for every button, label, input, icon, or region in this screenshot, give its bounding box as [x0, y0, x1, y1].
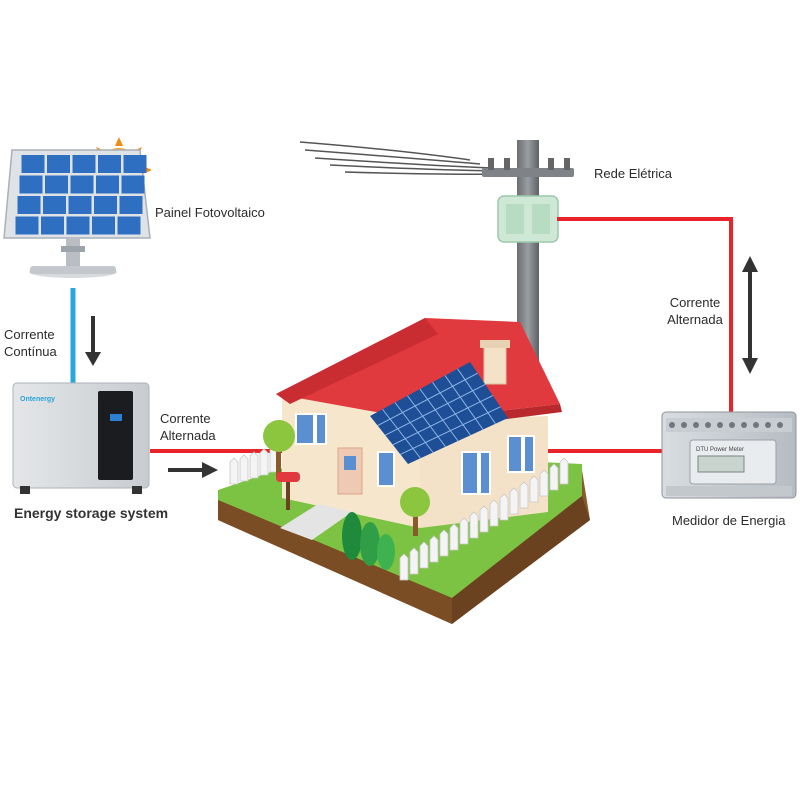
- dc-current-label: Corrente Contínua: [4, 327, 57, 359]
- utility-pole: [482, 140, 574, 380]
- picket-fence: [229, 445, 569, 581]
- mailbox-icon: [276, 472, 300, 510]
- ac-current-left-label: Corrente Alternada: [160, 411, 216, 443]
- trees: [263, 420, 430, 570]
- grid-label: Rede Elétrica: [594, 166, 673, 181]
- solar-panel-icon: [3, 149, 151, 278]
- dc-flow-arrow: [85, 316, 101, 366]
- storage-brand-logo: Ontenergy: [20, 396, 55, 403]
- ac-current-right-label: Corrente Alternada: [667, 295, 723, 327]
- power-cables: [299, 141, 506, 175]
- bidirectional-flow-arrow: [742, 256, 758, 374]
- energy-meter-device: [661, 411, 797, 499]
- solar-panel-label: Painel Fotovoltaico: [155, 205, 265, 220]
- storage-label: Energy storage system: [14, 505, 169, 521]
- energy-storage-unit: [12, 382, 150, 494]
- meter-label: Medidor de Energia: [672, 513, 786, 528]
- ac-flow-arrow: [168, 462, 218, 478]
- walkway: [280, 504, 352, 540]
- meter-brand-text: DTU Power Meter: [696, 447, 744, 453]
